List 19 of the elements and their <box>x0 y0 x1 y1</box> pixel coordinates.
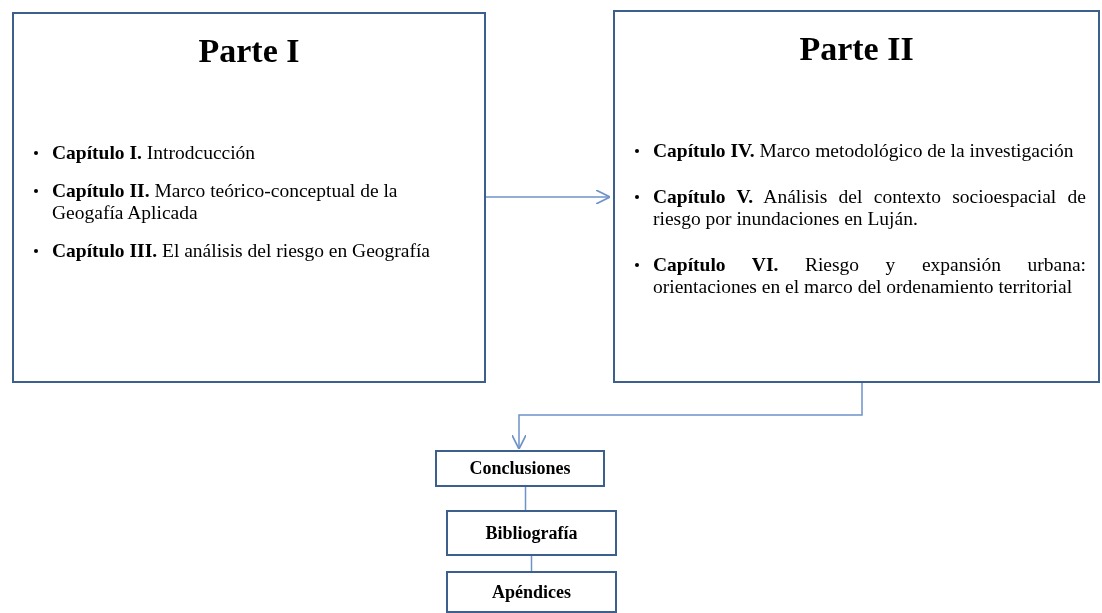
connector-line <box>524 486 527 511</box>
arrow <box>485 189 611 205</box>
chapter-panel <box>613 10 1100 383</box>
section-label: Apéndices <box>492 581 571 603</box>
section-box <box>446 571 617 613</box>
panel-title: Parte I <box>197 32 301 70</box>
chapter-item: Capítulo IV. Marco metodológico de la investigación <box>653 140 1075 162</box>
section-box <box>446 510 617 556</box>
section-box <box>435 450 605 487</box>
panel-title: Parte II <box>798 30 915 68</box>
chapter-item: Capítulo V. Análisis del contexto socioespacial de riesgo por inundaciones en Luján. <box>653 186 1086 230</box>
chapter-item: Capítulo I. Introdcucción <box>52 142 257 164</box>
section-label: Conclusiones <box>469 458 571 479</box>
section-label: Bibliografía <box>485 522 578 544</box>
chapter-panel <box>12 12 486 383</box>
chapter-item: Capítulo III. El análisis del riesgo en Geografía <box>52 240 432 262</box>
arrow <box>511 382 863 450</box>
chapter-item: Capítulo VI. Riesgo y expansión urbana: orientaciones en el marco del ordenamiento territorial <box>653 254 1086 298</box>
chapter-item: Capítulo II. Marco teórico-conceptual de la Geogafía Aplicada <box>52 180 399 224</box>
